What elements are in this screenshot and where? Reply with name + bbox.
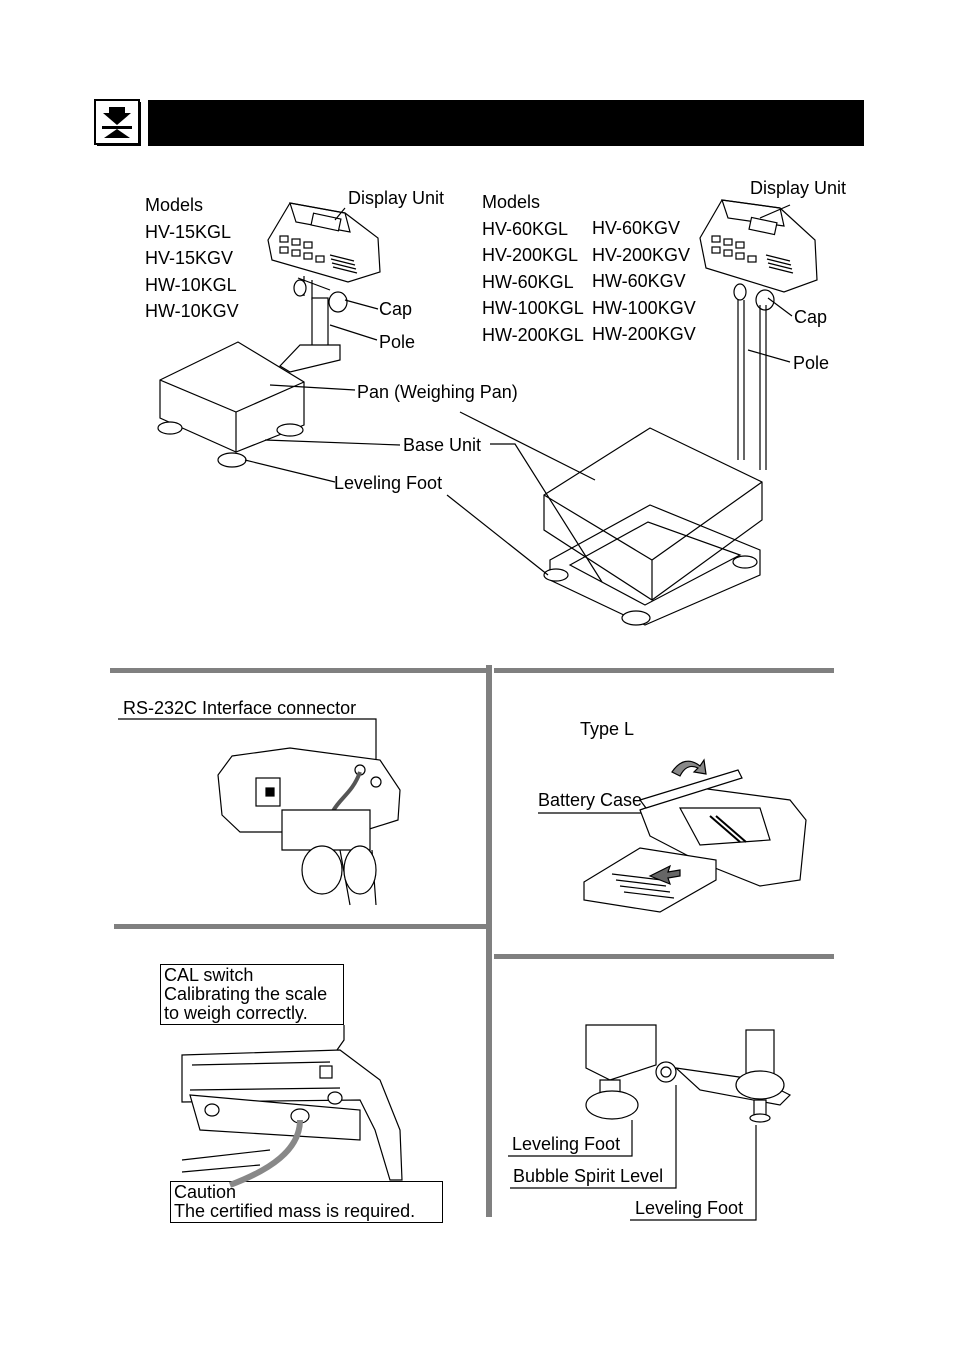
- scale-illustration: [0, 0, 954, 660]
- model-item: HW-10KGL: [145, 274, 237, 295]
- weigh-down-arrow-icon: [94, 99, 141, 146]
- right-models-col2: HV-60KGV HV-200KGV HW-60KGV HW-100KGV HW…: [592, 215, 696, 348]
- model-item: HW-60KGV: [592, 271, 686, 291]
- right-pole-label: Pole: [793, 353, 830, 373]
- left-cap-label: Cap: [379, 299, 413, 319]
- model-item: HV-60KGL: [482, 218, 569, 239]
- cal-switch-desc-2: to weigh correctly.: [164, 1003, 308, 1023]
- cal-switch-title: CAL switch: [164, 965, 254, 985]
- base-unit-label: Base Unit: [403, 435, 482, 455]
- left-display-unit-label: Display Unit: [348, 188, 445, 208]
- divider-mid-left: [114, 924, 486, 929]
- caution-title: Caution: [174, 1182, 237, 1202]
- battery-case-label: Battery Case: [538, 790, 643, 810]
- model-item: HW-60KGL: [482, 271, 574, 292]
- caution-text: The certified mass is required.: [174, 1201, 416, 1221]
- divider-top-right: [494, 668, 834, 673]
- right-display-unit-label: Display Unit: [750, 178, 847, 198]
- cal-switch-desc-1: Calibrating the scale: [164, 984, 328, 1004]
- header-bar: [148, 100, 864, 146]
- bubble-level-label: Bubble Spirit Level: [513, 1166, 664, 1186]
- leveling-foot-right-label: Leveling Foot: [635, 1198, 744, 1218]
- model-item: HW-100KGL: [482, 298, 584, 318]
- divider-mid-right: [494, 954, 834, 959]
- model-item: HW-200KGV: [592, 324, 696, 344]
- large-scale-drawing: [543, 199, 818, 626]
- right-cap-label: Cap: [794, 307, 828, 327]
- model-item: HV-200KGV: [592, 244, 691, 265]
- right-models-col1: Models HV-60KGL HV-200KGL HW-60KGL HW-10…: [482, 189, 584, 348]
- pan-label: Pan (Weighing Pan): [357, 382, 518, 402]
- model-item: HW-100KGV: [592, 297, 696, 318]
- divider-vertical: [486, 665, 492, 1217]
- small-scale-drawing: [157, 202, 381, 468]
- model-item: HW-10KGV: [145, 301, 239, 321]
- caution-box: Caution The certified mass is required.: [170, 1181, 443, 1223]
- model-item: HV-15KGV: [145, 248, 234, 268]
- type-l-label: Type L: [580, 719, 635, 739]
- model-item: HV-60KGV: [592, 218, 681, 238]
- right-models-title: Models: [482, 192, 541, 212]
- divider-top-left: [110, 668, 488, 673]
- left-pole-label: Pole: [379, 332, 416, 352]
- left-models: Models HV-15KGL HV-15KGV HW-10KGL HW-10K…: [145, 192, 239, 325]
- model-item: HV-15KGL: [145, 221, 232, 242]
- rs232-label: RS-232C Interface connector: [123, 698, 357, 718]
- model-item: HV-200KGL: [482, 245, 579, 265]
- leveling-foot-label: Leveling Foot: [334, 473, 443, 493]
- model-item: HW-200KGL: [482, 324, 584, 345]
- leveling-foot-left-label: Leveling Foot: [512, 1134, 621, 1154]
- left-models-title: Models: [145, 195, 204, 215]
- cal-switch-box: CAL switch Calibrating the scale to weig…: [160, 964, 344, 1025]
